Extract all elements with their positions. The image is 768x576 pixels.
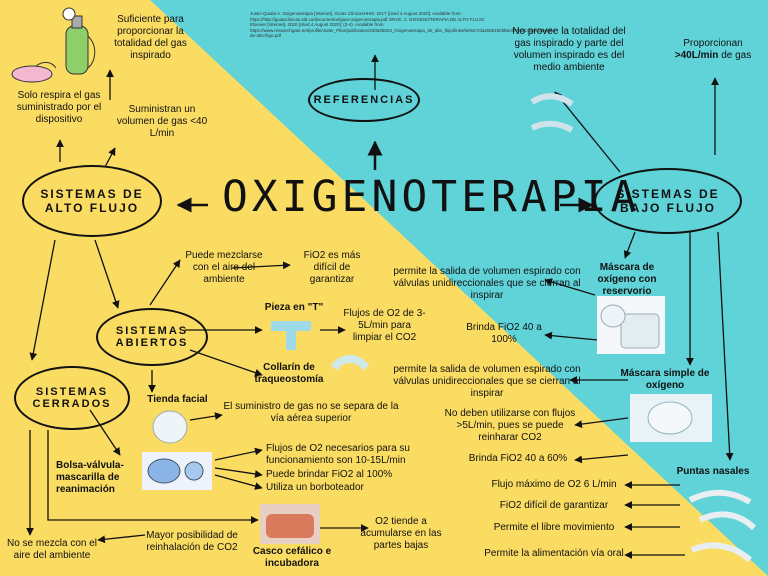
high-flow-only-breathes: Solo respira el gas suministrado por el … — [16, 90, 102, 125]
tracheostomy-label: Collarín de traqueostomía — [254, 362, 324, 385]
open-mixes: Puede mezclarse con el aire del ambiente — [185, 250, 263, 285]
closed-systems-node[interactable]: SISTEMAS CERRADOS — [14, 366, 130, 430]
simple-mask-warning: No deben utilizarse con flujos >5L/min, … — [444, 408, 576, 443]
face-tent-desc: El suministro de gas no se separa de la … — [223, 401, 399, 424]
high-flow-node[interactable]: SISTEMAS DE ALTO FLUJO — [22, 165, 162, 237]
simple-mask-image — [630, 394, 712, 442]
low-flow-node[interactable]: SISTEMAS DE BAJO FLUJO — [594, 168, 742, 234]
cannula-desc-4: Permite la alimentación vía oral — [484, 548, 624, 559]
page-title: OXIGENOTERAPIA — [222, 172, 641, 222]
o2-accumulates: O2 tiende a acumularse en las partes baj… — [360, 516, 442, 551]
low-flow-provide: Proporcionan>40L/min de gas — [674, 38, 752, 61]
reservoir-desc: permite la salida de volumen espirado co… — [393, 266, 581, 301]
no-mix: No se mezcla con el aire del ambiente — [6, 538, 98, 561]
high-flow-supply: Suministran un volumen de gas <40 L/min — [116, 104, 208, 139]
cannula-desc-1: Flujo máximo de O2 6 L/min — [491, 479, 617, 490]
bag-desc-1: Flujos de O2 necesarios para su funciona… — [266, 443, 410, 466]
bag-desc-3: Utiliza un borboteador — [266, 482, 364, 493]
nasal-prongs-label: Puntas nasales — [676, 466, 750, 477]
closed-systems-label: SISTEMAS CERRADOS — [32, 386, 112, 410]
mask-icon — [11, 61, 57, 83]
face-tent-label: Tienda facial — [147, 394, 208, 405]
reservoir-mask-label: Máscara de oxígeno con reservorio — [597, 262, 657, 297]
open-systems-node[interactable]: SISTEMAS ABIERTOS — [96, 308, 208, 366]
head-hood-image — [260, 504, 320, 544]
open-fio2: FiO2 es más difícil de garantizar — [303, 250, 361, 285]
reservoir-fio2: Brinda FiO2 40 a 100% — [466, 322, 542, 345]
nasal-prongs-image — [688, 489, 757, 563]
high-flow-label: SISTEMAS DE ALTO FLUJO — [40, 187, 144, 215]
references-text: Justiz-Quiala A. Oxigenoterapia [Interne… — [250, 11, 557, 38]
simple-mask-fio2: Brinda FiO2 40 a 60% — [468, 453, 568, 464]
reservoir-mask-image — [597, 296, 665, 354]
rebreath: Mayor posibilidad de reinhalación de CO2 — [146, 530, 238, 553]
t-piece-label: Pieza en "T" — [264, 302, 324, 313]
open-o2-flow: Flujos de O2 de 3-5L/min para limpiar el… — [343, 308, 426, 343]
cannula-desc-3: Permite el libre movimiento — [493, 522, 615, 533]
simple-mask-label: Máscara simple de oxígeno — [620, 368, 710, 391]
cannula-desc-2: FiO2 difícil de garantizar — [499, 500, 609, 511]
high-flow-sufficient: Suficiente para proporcionar la totalida… — [114, 14, 187, 61]
low-flow-label: SISTEMAS DE BAJO FLUJO — [616, 187, 720, 215]
open-systems-label: SISTEMAS ABIERTOS — [115, 325, 189, 349]
tracheostomy-collar-image — [330, 355, 370, 371]
references-node[interactable]: REFERENCIAS — [308, 78, 420, 122]
nasal-cannula-icon — [530, 93, 574, 133]
oxygen-tank-icon — [62, 7, 96, 75]
face-tent-image — [152, 410, 188, 444]
low-flow-no-provide: No provee la totalidad del gas inspirado… — [512, 26, 626, 73]
bag-valve-mask-image — [142, 452, 212, 490]
t-piece-image — [271, 321, 311, 350]
simple-mask-desc: permite la salida de volumen espirado co… — [393, 364, 581, 399]
bag-valve-mask-label: Bolsa-válvula-mascarilla de reanimación — [56, 460, 124, 495]
head-hood-label: Casco cefálico e incubadora — [252, 546, 332, 569]
references-label: REFERENCIAS — [313, 94, 415, 106]
bag-desc-2: Puede brindar FiO2 al 100% — [266, 469, 393, 480]
